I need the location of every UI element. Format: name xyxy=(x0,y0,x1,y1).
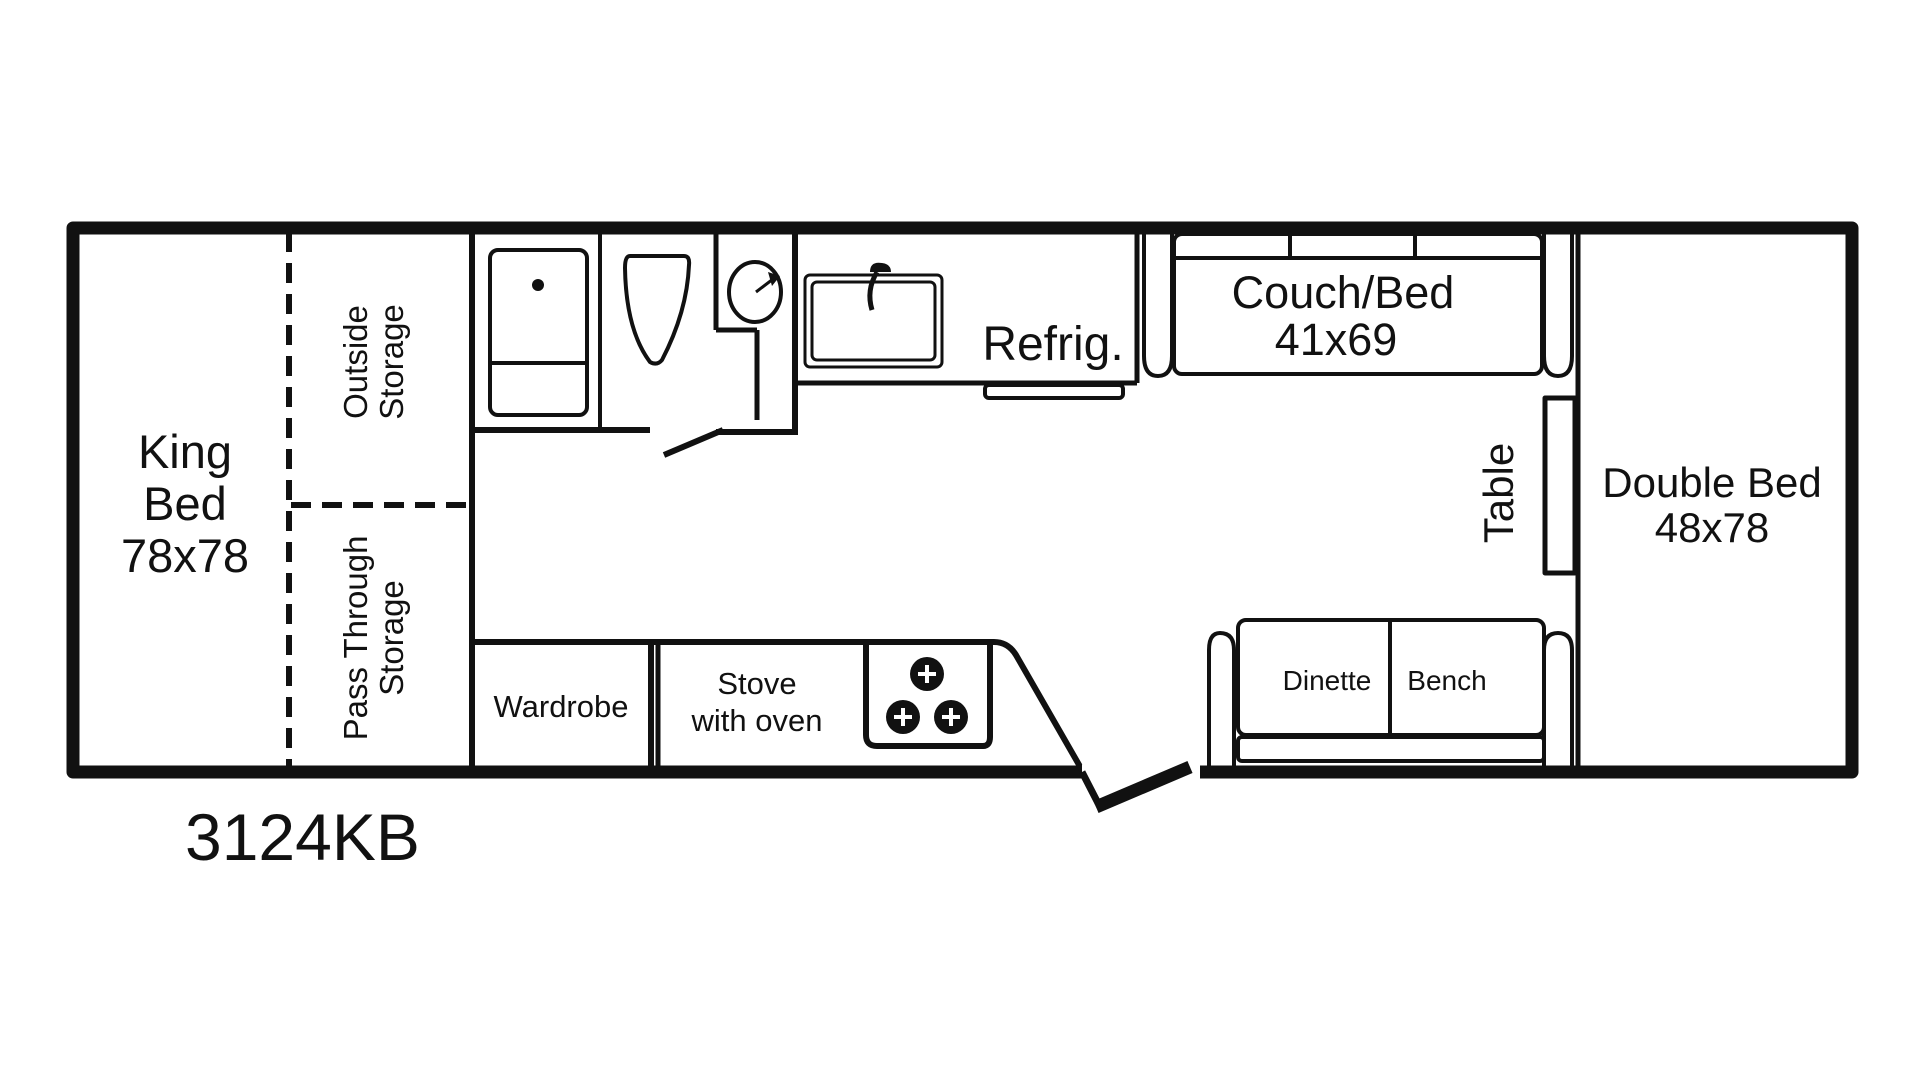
galley-counter xyxy=(472,639,1085,772)
dinette-bench-icon xyxy=(1207,618,1574,766)
dinette-label: Dinette xyxy=(1283,665,1372,696)
wardrobe-label: Wardrobe xyxy=(494,689,629,724)
svg-text:Outside: Outside xyxy=(337,305,374,419)
outside-storage-label: Outside Storage xyxy=(337,304,410,420)
burner-cross-icon xyxy=(894,665,960,726)
kitchen-sink-icon xyxy=(803,262,944,369)
stove-label: with oven xyxy=(691,703,823,738)
refrigerator-base xyxy=(983,383,1125,400)
lavatory-sink-icon xyxy=(727,260,783,324)
svg-text:Table: Table xyxy=(1475,443,1522,543)
svg-text:Storage: Storage xyxy=(373,304,410,420)
couch-bed-icon xyxy=(1142,232,1574,378)
entry-door xyxy=(1093,761,1193,813)
labels: King Bed 78x78 Outside Storage Pass Thro… xyxy=(121,267,1822,874)
king-bed-size: 78x78 xyxy=(121,529,249,582)
svg-text:Pass Through: Pass Through xyxy=(337,536,374,741)
toilet-icon xyxy=(623,254,692,366)
stove-label: Stove xyxy=(717,666,796,701)
svg-text:Storage: Storage xyxy=(373,580,410,696)
king-bed-label: Bed xyxy=(143,477,227,530)
bench-label: Bench xyxy=(1407,665,1486,696)
couch-bed-size: 41x69 xyxy=(1275,314,1398,365)
refrigerator-label: Refrig. xyxy=(982,318,1123,371)
pass-through-storage-label: Pass Through Storage xyxy=(337,536,410,741)
cooktop-icon xyxy=(863,644,993,749)
double-bed-size: 48x78 xyxy=(1655,504,1769,551)
model-number: 3124KB xyxy=(185,800,420,874)
exterior-wall xyxy=(66,221,1859,779)
double-bed-label: Double Bed xyxy=(1602,459,1822,506)
king-bed-label: King xyxy=(138,425,232,478)
couch-bed-label: Couch/Bed xyxy=(1232,267,1455,318)
table-label: Table xyxy=(1475,443,1522,543)
bath-door xyxy=(662,427,725,458)
table-icon xyxy=(1542,395,1578,576)
shower-icon xyxy=(488,248,589,417)
